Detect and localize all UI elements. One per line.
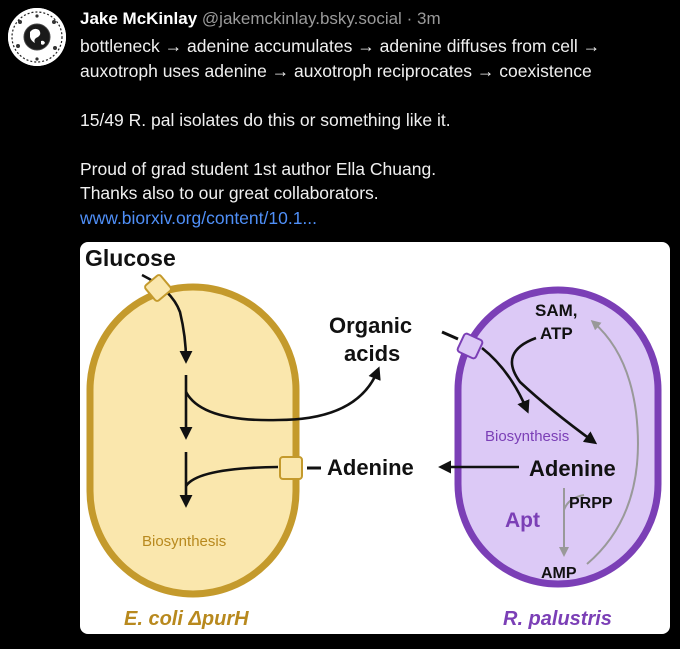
organic-acids-label-2: acids	[344, 341, 400, 366]
glucose-label: Glucose	[85, 245, 176, 271]
biorxiv-link[interactable]: www.biorxiv.org/content/10.1...	[80, 207, 318, 228]
prpp-label: PRPP	[569, 495, 613, 512]
post-line: auxotroph uses adenine → auxotroph recip…	[80, 60, 592, 81]
ecoli-label: E. coli ΔpurH	[124, 608, 249, 630]
adenine-left-label: Adenine	[327, 455, 414, 480]
globe-icon	[8, 8, 66, 66]
separator: ·	[406, 9, 413, 28]
biosynthesis-right-label: Biosynthesis	[485, 428, 569, 445]
post-line: Thanks also to our great collaborators.	[80, 183, 379, 203]
timestamp[interactable]: 3m	[416, 9, 441, 28]
rpal-label: R. palustris	[503, 608, 612, 630]
ecoli-cell	[86, 283, 300, 598]
atp-label: ATP	[540, 324, 573, 343]
post-line: 15/49 R. pal isolates do this or somethi…	[80, 109, 451, 130]
avatar[interactable]	[8, 8, 66, 66]
rpal-cell	[454, 286, 662, 588]
handle[interactable]: @jakemckinlay.bsky.social	[201, 9, 402, 28]
apt-label: Apt	[505, 509, 540, 532]
post-line: Proud of grad student 1st author Ella Ch…	[80, 158, 437, 179]
cross-feeding-diagram: Glucose Biosynthesis Organic acids Adeni…	[85, 245, 662, 630]
sam-label: SAM,	[535, 301, 578, 320]
post-line: bottleneck → adenine accumulates → adeni…	[80, 36, 601, 56]
glucose-transporter	[144, 274, 172, 302]
organic-acids-label: Organic	[329, 313, 412, 338]
biosynthesis-left-label: Biosynthesis	[142, 533, 226, 550]
amp-label: AMP	[541, 565, 577, 582]
post-image[interactable]: Glucose Biosynthesis Organic acids Adeni…	[80, 242, 670, 634]
organic-acid-transporter	[456, 332, 484, 360]
display-name[interactable]: Jake McKinlay	[80, 9, 198, 28]
adenine-transporter	[279, 456, 303, 480]
post-body: bottleneck → adenine accumulates → adeni…	[80, 34, 670, 230]
adenine-right-label: Adenine	[529, 456, 616, 481]
post-header: Jake McKinlay @jakemckinlay.bsky.social …	[80, 9, 441, 29]
